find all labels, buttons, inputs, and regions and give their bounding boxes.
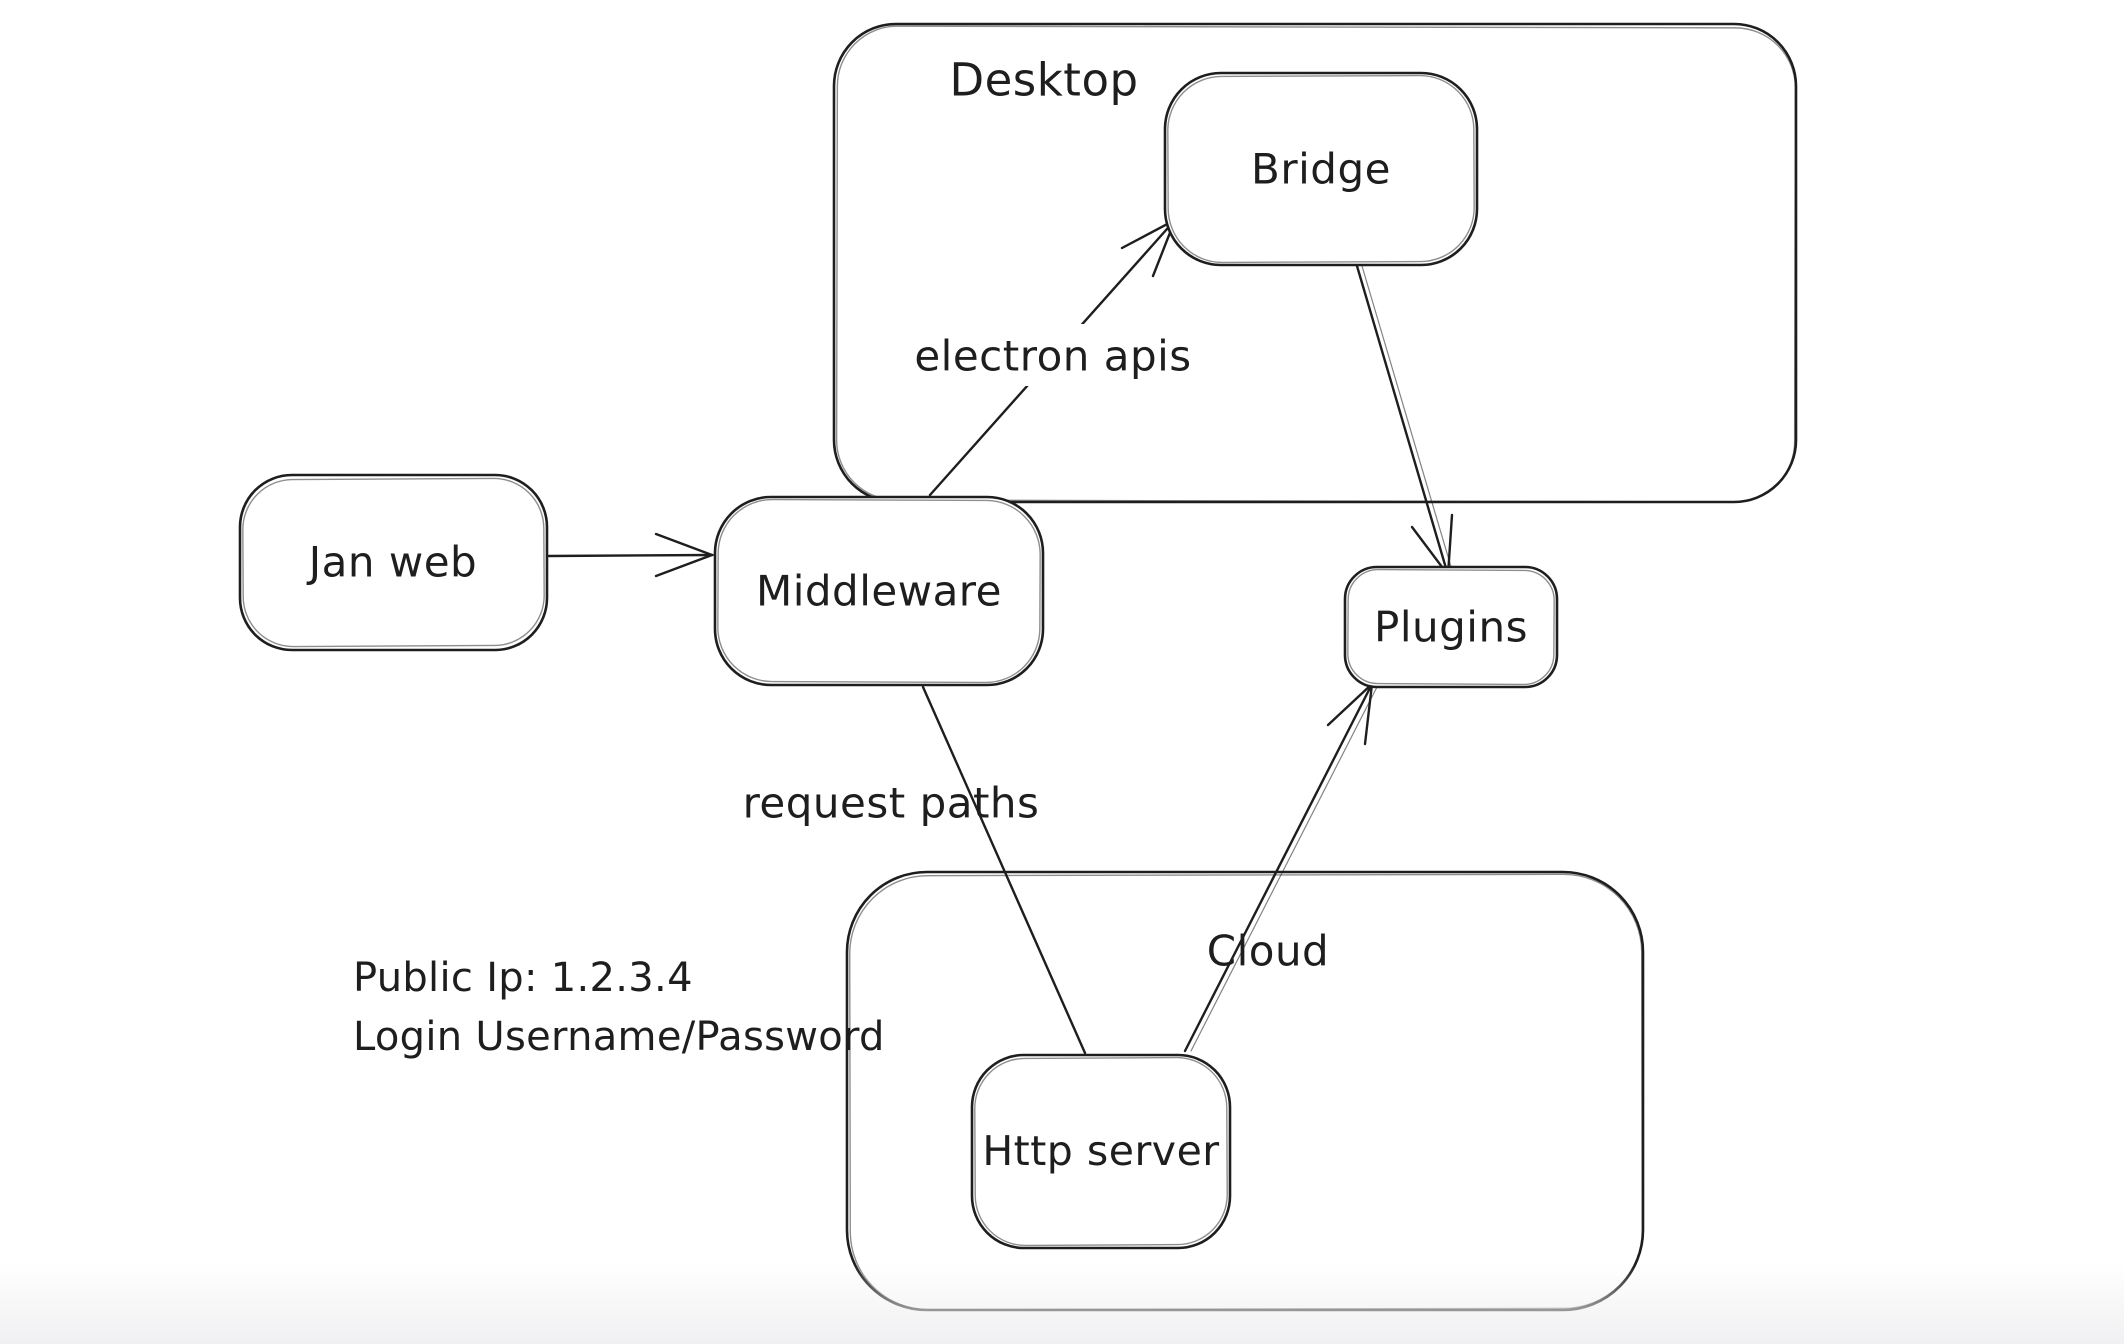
http-server-box <box>970 1053 1232 1250</box>
edge-janweb-middleware-line <box>547 553 714 558</box>
container-cloud[interactable]: Cloud <box>845 870 1645 1312</box>
edge-httpserver-to-plugins[interactable] <box>1183 680 1378 1053</box>
jan-web-box-sketch-echo <box>242 477 545 648</box>
bridge-box <box>1163 71 1479 267</box>
http-server-box-sketch-echo <box>974 1056 1228 1247</box>
node-jan-web[interactable]: Jan web <box>238 473 549 652</box>
edge-middleware-to-httpserver[interactable]: request paths <box>743 685 1087 1055</box>
desktop-label[interactable]: Desktop <box>949 54 1138 107</box>
edge-bridge-plugins-line-echo <box>1361 265 1453 571</box>
electron-apis-label[interactable]: electron apis <box>914 332 1191 381</box>
edge-janweb-to-middleware[interactable] <box>547 532 716 578</box>
edge-bridge-plugins-line <box>1355 264 1450 577</box>
middleware-label: Middleware <box>756 567 1002 616</box>
jan-web-label: Jan web <box>306 538 477 587</box>
cloud-label[interactable]: Cloud <box>1207 927 1329 976</box>
annotation-credentials[interactable]: Public Ip: 1.2.3.4 Login Username/Passwo… <box>353 955 885 1060</box>
middleware-box-sketch-echo <box>717 498 1041 684</box>
node-bridge[interactable]: Bridge <box>1163 71 1479 267</box>
node-middleware[interactable]: Middleware <box>713 495 1045 687</box>
edge-httpserver-plugins-arrowhead <box>1326 680 1374 746</box>
plugins-box-sketch-echo <box>1347 568 1555 686</box>
node-plugins[interactable]: Plugins <box>1343 565 1559 689</box>
bridge-label: Bridge <box>1251 145 1391 194</box>
edge-httpserver-plugins-line <box>1183 682 1374 1053</box>
plugins-box <box>1343 565 1559 689</box>
edge-middleware-to-bridge[interactable]: electron apis <box>912 217 1194 497</box>
electron-apis-label-mask <box>912 324 1194 386</box>
plugins-label: Plugins <box>1374 603 1528 652</box>
middleware-box <box>713 495 1045 687</box>
container-desktop[interactable]: Desktop <box>832 22 1798 504</box>
edge-middleware-httpserver-line <box>921 685 1087 1055</box>
annotation-login: Login Username/Password <box>353 1014 885 1060</box>
jan-web-box <box>238 473 549 652</box>
edge-janweb-middleware-arrowhead <box>654 532 716 578</box>
http-server-label: Http server <box>982 1127 1219 1175</box>
request-paths-label[interactable]: request paths <box>743 779 1040 828</box>
desktop-box-sketch-echo <box>835 25 1797 503</box>
edge-httpserver-plugins-line-echo <box>1190 686 1378 1052</box>
bridge-box-sketch-echo <box>1167 74 1475 264</box>
edge-bridge-to-plugins[interactable] <box>1355 264 1454 579</box>
desktop-box <box>832 22 1798 504</box>
annotation-public-ip: Public Ip: 1.2.3.4 <box>353 955 693 1001</box>
node-http-server[interactable]: Http server <box>970 1053 1232 1250</box>
